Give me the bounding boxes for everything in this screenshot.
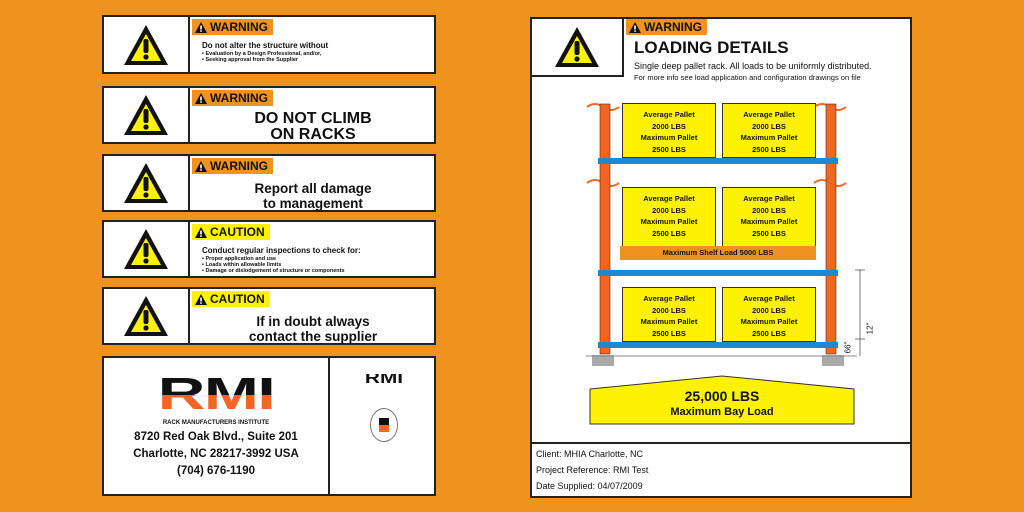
rmi-logo: RMIRMI — [48, 372, 384, 418]
sign-badge: WARNING — [192, 19, 273, 35]
warning-icon — [104, 88, 190, 142]
safety-sign: WARNING Do not alter the structure withou… — [102, 15, 436, 74]
warning-small-icon — [195, 293, 207, 305]
loading-details-sign: WARNING LOADING DETAILS Single deep pall… — [530, 17, 912, 498]
warning-small-icon — [195, 92, 207, 104]
loading-subtitle: Single deep pallet rack. All loads to be… — [634, 61, 872, 71]
base-plate — [592, 355, 614, 366]
sign-badge: CAUTION — [192, 224, 270, 240]
rmi-certified-seal — [370, 408, 398, 442]
rmi-address1: 8720 Red Oak Blvd., Suite 201 — [134, 431, 298, 443]
bullet: Evaluation by a Design Professional, and… — [202, 51, 434, 57]
sign-badge: WARNING — [192, 90, 273, 106]
shelf-load-bar: Maximum Shelf Load 5000 LBS — [620, 246, 816, 260]
warning-icon — [104, 222, 190, 276]
bullet: Damage or dislodgement of structure or c… — [202, 268, 434, 274]
dimension-12: 12" — [865, 322, 875, 335]
bullet: Seeking approval from the Supplier — [202, 57, 434, 63]
date-supplied: Date Supplied: 04/07/2009 — [536, 481, 643, 491]
warning-icon — [532, 19, 624, 77]
bay-load-label: Maximum Bay Load — [670, 406, 774, 418]
beam — [598, 270, 838, 276]
loading-note: For more info see load application and c… — [634, 73, 861, 82]
sign-message: Do not alter the structure withoutEvalua… — [202, 41, 434, 63]
beam — [598, 342, 838, 348]
warning-small-icon — [195, 226, 207, 238]
sign-badge: WARNING — [192, 158, 273, 174]
upright-right — [825, 103, 837, 355]
sign-badge: CAUTION — [192, 291, 270, 307]
dimension-66: 66" — [843, 341, 853, 354]
beam — [598, 158, 838, 164]
bullet: Loads within allowable limits — [202, 262, 434, 268]
sign-message: Conduct regular inspections to check for… — [202, 246, 434, 274]
safety-sign: CAUTION Conduct regular inspections to ch… — [102, 220, 436, 278]
bay-load-shape — [589, 375, 855, 425]
warning-icon — [104, 17, 190, 72]
rmi-member-logo: RMI — [355, 371, 412, 394]
rmi-phone: (704) 676-1190 — [176, 465, 255, 477]
upright-left — [599, 103, 611, 355]
warning-icon — [104, 289, 190, 343]
rmi-contact-panel: RMIRMI RACK MANUFACTURERS INSTITUTE 8720… — [102, 356, 436, 496]
warning-icon — [104, 156, 190, 210]
rmi-name: RACK MANUFACTURERS INSTITUTE — [162, 420, 270, 426]
rmi-address2: Charlotte, NC 28217-3992 USA — [133, 448, 299, 460]
rack-diagram — [586, 103, 865, 425]
warning-small-icon — [195, 21, 207, 33]
bay-load-value: 25,000 LBS — [684, 388, 760, 404]
bullet: Proper application and use — [202, 256, 434, 262]
project-reference: Project Reference: RMI Test — [536, 465, 649, 475]
warning-badge: WARNING — [626, 19, 707, 35]
loading-title: LOADING DETAILS — [634, 38, 789, 57]
base-plate — [822, 355, 844, 366]
warning-small-icon — [195, 160, 207, 172]
client: Client: MHIA Charlotte, NC — [536, 449, 644, 459]
